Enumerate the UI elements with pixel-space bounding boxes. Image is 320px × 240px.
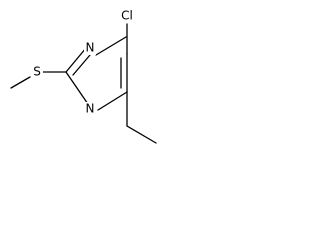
chemical-structure-diagram: Cl N N S [10,9,157,144]
atom-label-n-bottom: N [86,102,95,116]
n-top-label-bg [84,41,96,55]
bond-n3-c2-inner [72,54,91,76]
cl-label-bg [118,9,136,23]
n-bottom-label-bg [84,102,96,116]
atom-label-s: S [33,65,41,79]
bond-c4-n3 [95,36,127,56]
s-label-bg [31,65,43,79]
bond-ethyl-ch2-ch3 [126,125,157,144]
atom-label-n-top: N [86,41,95,55]
atom-label-cl: Cl [121,9,133,23]
bond-c2-n1 [65,71,91,108]
bond-s-methyl [10,76,31,89]
bond-n1-c6 [97,91,128,111]
bond-n3-c2 [65,47,87,73]
